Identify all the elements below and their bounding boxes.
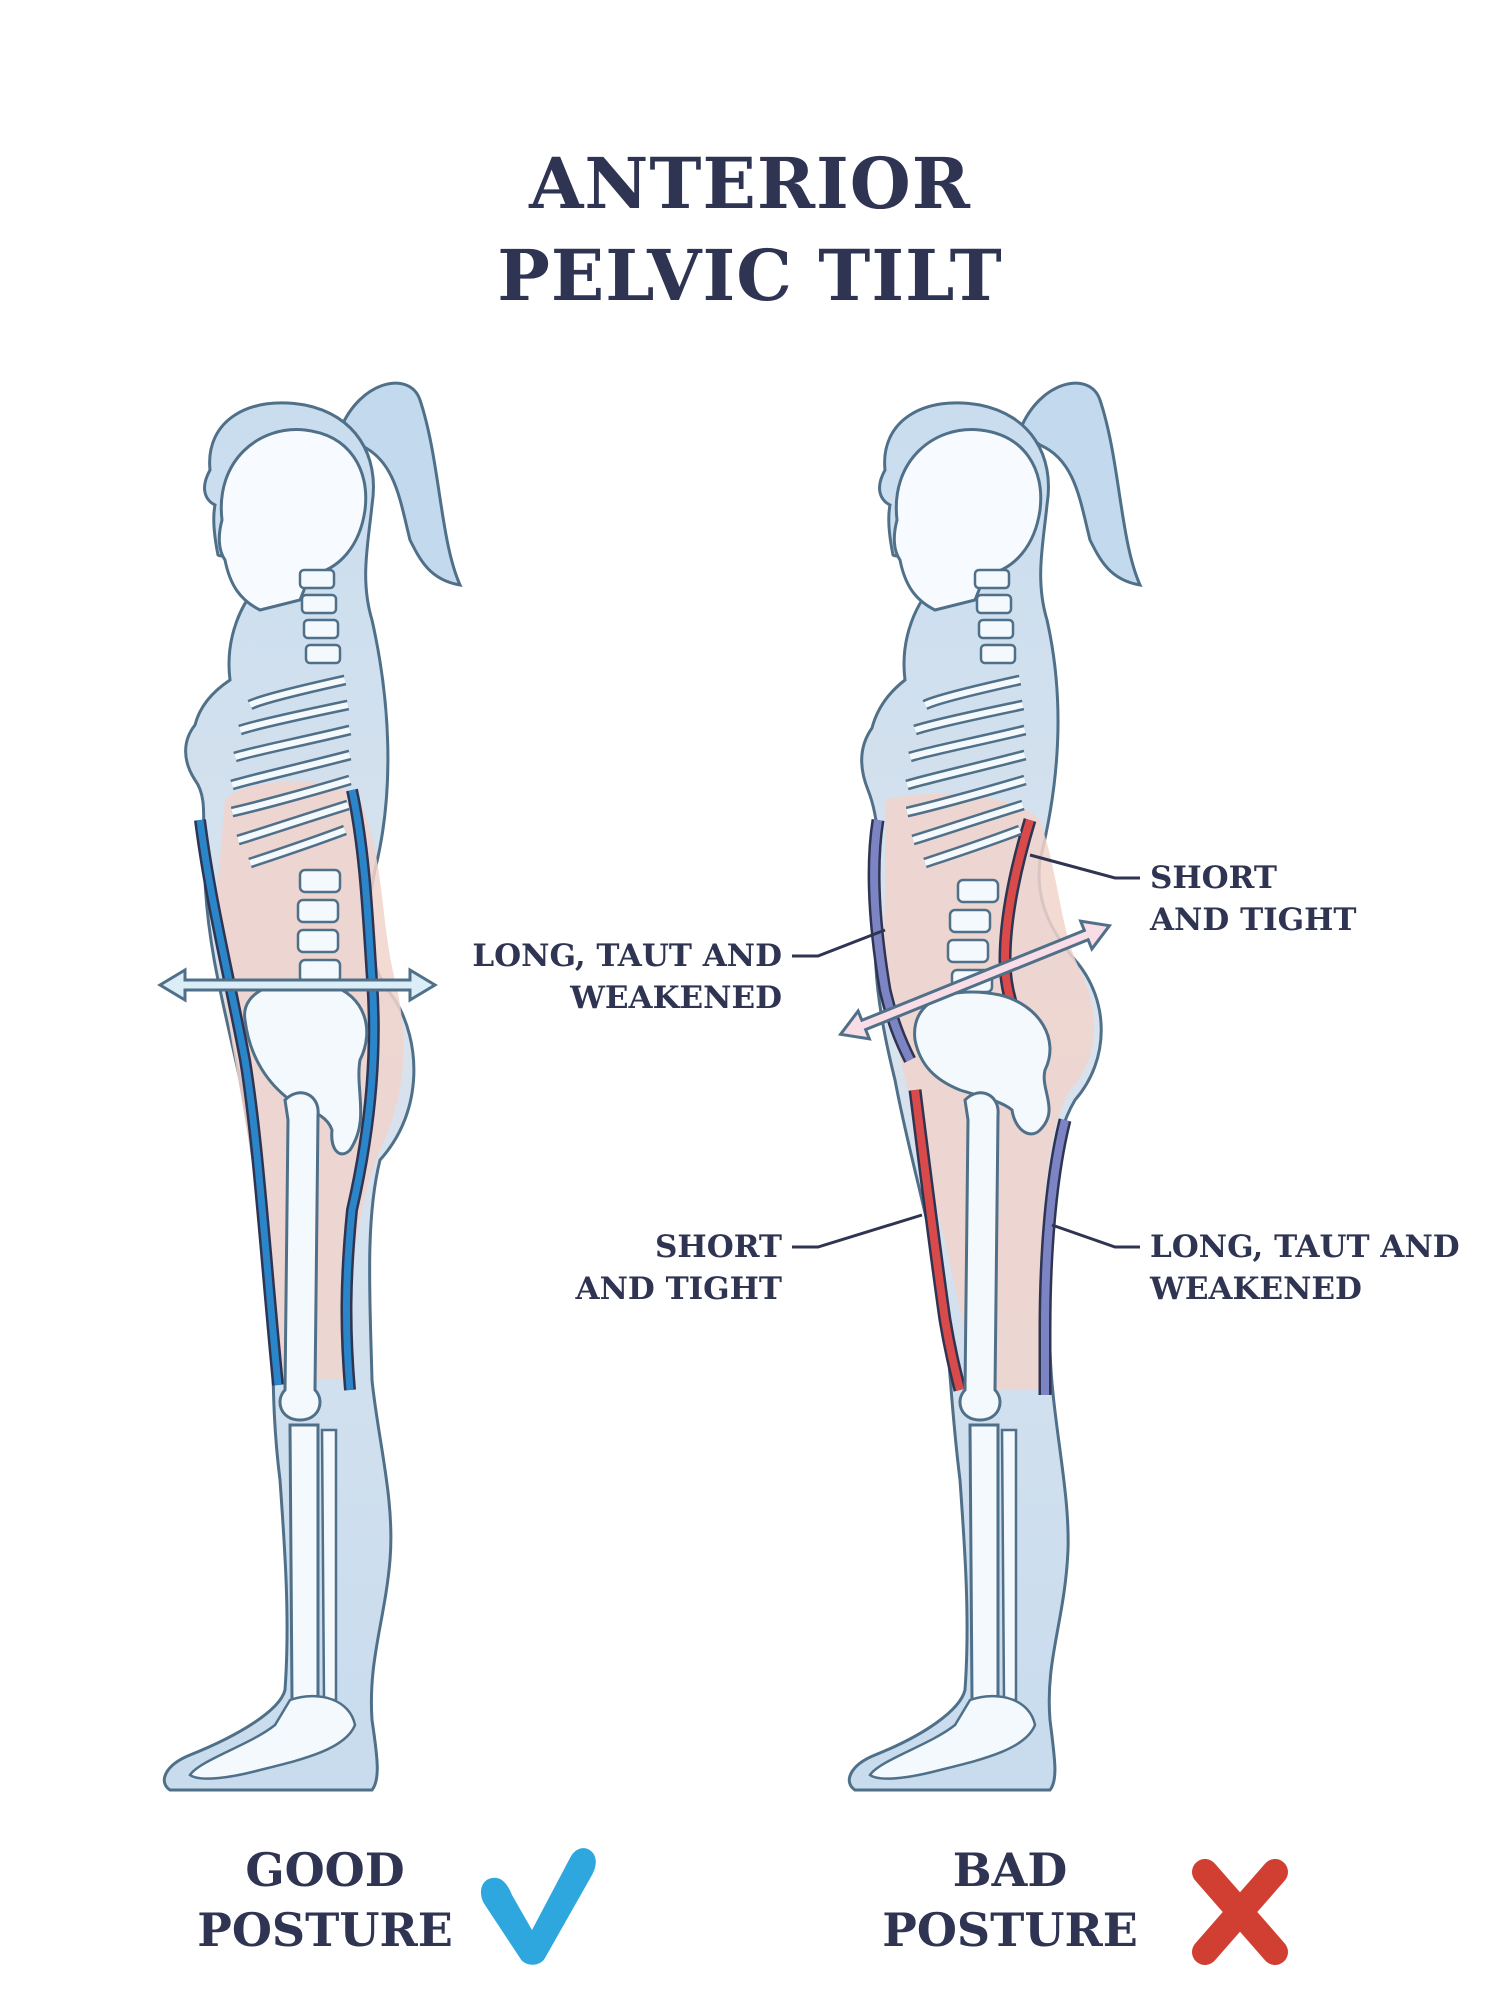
label-hip-flexors: SHORT AND TIGHT [460,1226,782,1310]
label-lower-back: SHORT AND TIGHT [1150,857,1356,941]
label-abdominals-line2: WEAKENED [570,980,782,1016]
caption-bad-posture: BAD POSTURE [880,1840,1140,1960]
check-icon [480,1848,596,1965]
cross-icon [1192,1859,1288,1965]
caption-bad-line1: BAD [952,1843,1068,1897]
label-hamstrings-line2: WEAKENED [1150,1271,1362,1307]
caption-good-line1: GOOD [245,1843,405,1897]
label-lower-back-line1: SHORT [1150,860,1277,896]
page-title-line2: PELVIC TILT [497,234,1003,317]
caption-good-line2: POSTURE [197,1903,453,1957]
annotation-leader-lines [792,853,1140,1249]
label-hamstrings: LONG, TAUT AND WEAKENED [1150,1226,1460,1310]
label-abdominals: LONG, TAUT AND WEAKENED [460,935,782,1019]
label-hip-flexors-line1: SHORT [655,1229,782,1265]
label-hamstrings-line1: LONG, TAUT AND [1150,1229,1460,1265]
bad-posture-figure [837,381,1143,1792]
caption-bad-line2: POSTURE [882,1903,1138,1957]
label-hip-flexors-line2: AND TIGHT [575,1271,782,1307]
label-lower-back-line2: AND TIGHT [1150,902,1357,938]
caption-good-posture: GOOD POSTURE [195,1840,455,1960]
page-title-line1: ANTERIOR [529,142,971,225]
pelvis-axis-tilted [837,919,1113,1041]
good-posture-figure [157,381,463,1792]
pelvis-axis-horizontal [157,967,438,1003]
label-abdominals-line1: LONG, TAUT AND [472,938,782,974]
